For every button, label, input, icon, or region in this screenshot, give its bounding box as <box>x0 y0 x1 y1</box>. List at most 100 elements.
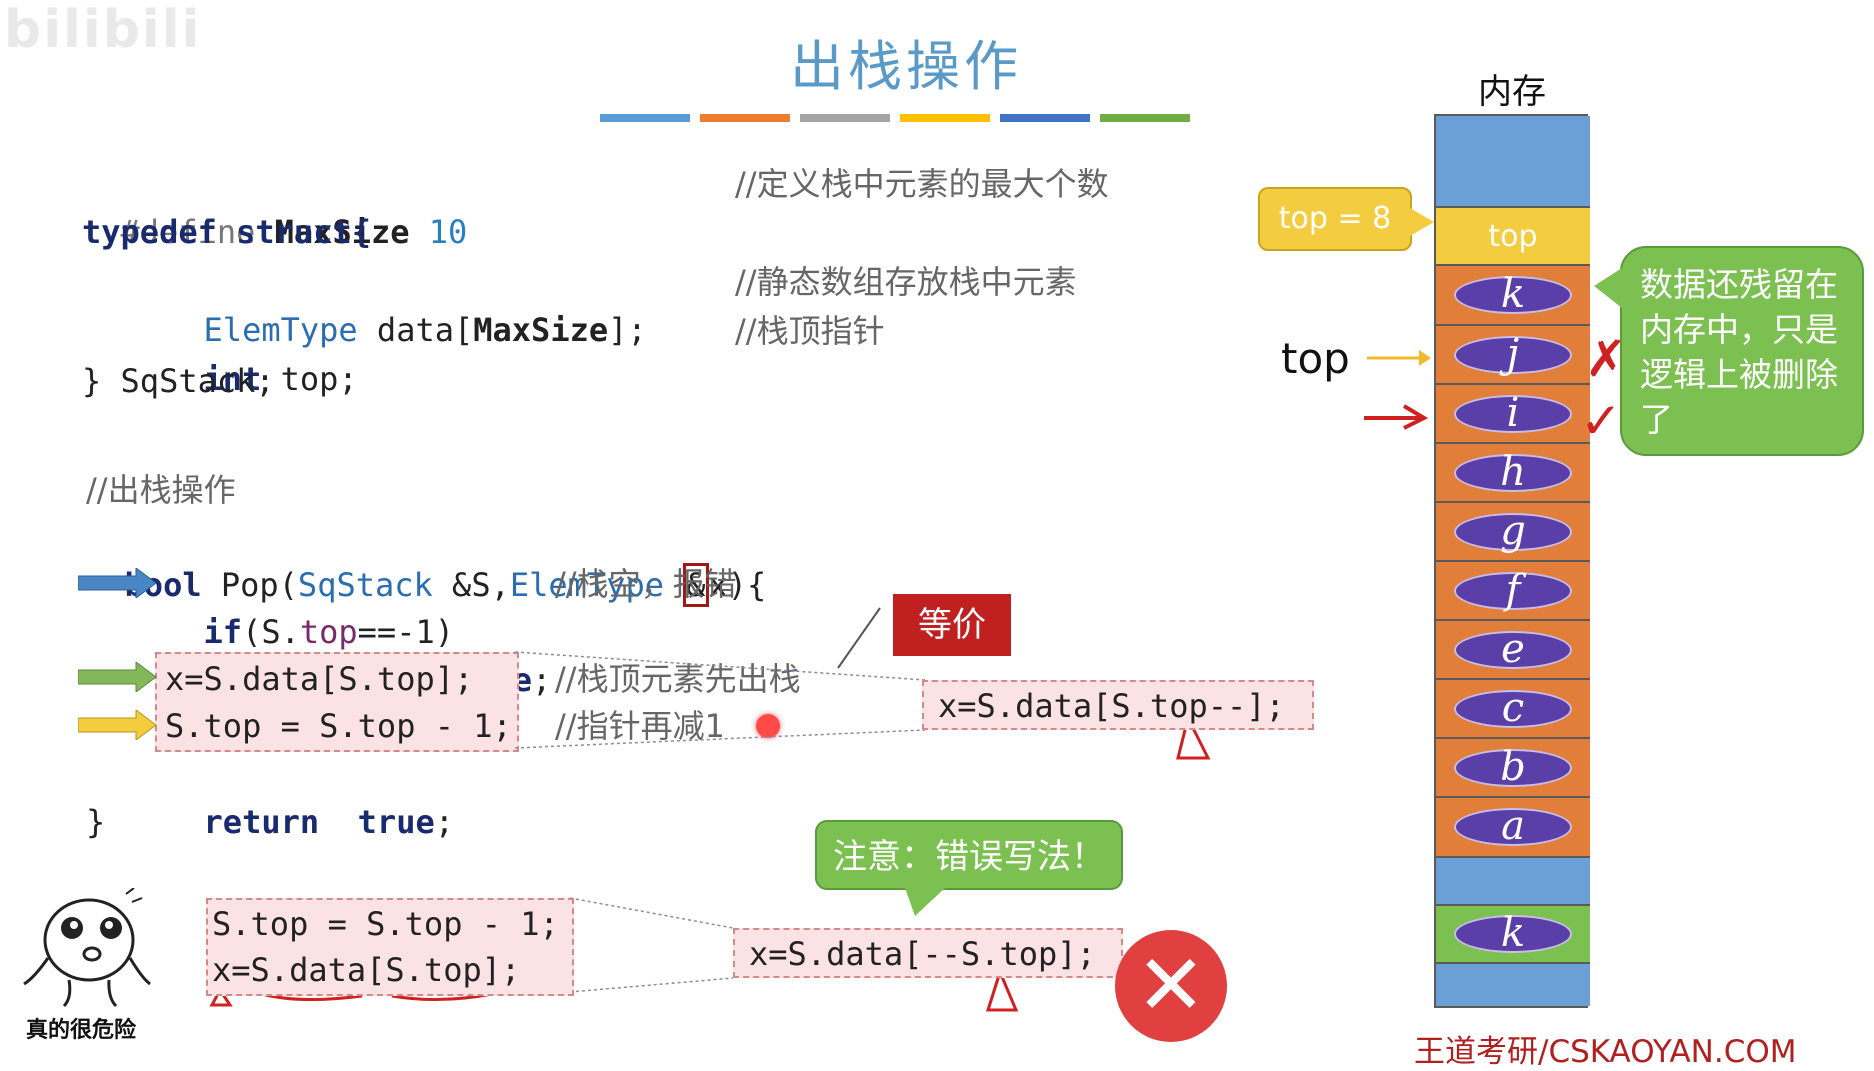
equiv-code: x=S.data[S.top--]; <box>922 680 1314 730</box>
top-value-callout: top = 8 <box>1258 187 1412 251</box>
code-text: ==-1) <box>357 613 454 651</box>
wrong-box-left <box>206 898 574 996</box>
code-text: top; <box>261 360 358 398</box>
code-line-8: if(S.top==-1) <box>165 560 454 656</box>
footer-brand: 王道考研/CSKAOYAN.COM <box>1414 1034 1797 1070</box>
code-text: data[ <box>357 311 474 349</box>
memory-note-tail <box>1594 268 1622 308</box>
wrong-note-callout: 注意：错误写法！ <box>815 820 1123 890</box>
title-bar-segment <box>1000 114 1090 122</box>
title-bar-segment <box>1100 114 1190 122</box>
memory-column: top k j i h g f e c b a k <box>1434 114 1590 1008</box>
stack-element: h <box>1454 452 1572 492</box>
cursor-dot <box>756 714 780 738</box>
comment-data: //静态数组存放栈中元素 <box>735 263 1077 301</box>
memory-cell-e: e <box>1436 621 1590 680</box>
stack-element: a <box>1454 806 1572 846</box>
type-name: ElemType <box>509 566 664 604</box>
check-mark-icon: ✓ <box>1580 392 1622 450</box>
page-title: 出栈操作 <box>790 35 1022 98</box>
code-line-12: return true; <box>165 750 454 846</box>
code-line-2: typedef struct{ <box>82 213 371 251</box>
red-pointer-arrow <box>1364 404 1429 430</box>
title-bar-segment <box>900 114 990 122</box>
macro-ref: MaxSize <box>473 311 609 349</box>
preprocessor: #define <box>120 213 256 251</box>
memory-cell-f: f <box>1436 562 1590 621</box>
stack-element: f <box>1454 570 1572 610</box>
watermark: bilibili <box>4 0 202 60</box>
comment-top: //栈顶指针 <box>735 312 885 350</box>
code-text: x <box>708 566 728 604</box>
code-text: & <box>686 566 706 604</box>
top-pointer-label: top <box>1281 334 1350 383</box>
stack-element: b <box>1454 747 1572 787</box>
code-line-3: ElemType data[MaxSize]; <box>165 258 647 354</box>
wrong-code-right: x=S.data[--S.top]; <box>733 928 1123 978</box>
highlight-box-pop <box>155 652 519 752</box>
memory-cell-j: j <box>1436 326 1590 385</box>
stack-element: c <box>1454 688 1572 728</box>
top-cell-label: top <box>1488 219 1538 254</box>
type-name: ElemType <box>203 311 358 349</box>
code-text: ; <box>434 803 454 841</box>
memory-cell-i: i <box>1436 385 1590 444</box>
title-bar-segment <box>800 114 890 122</box>
character-caption: 真的很危险 <box>26 1018 137 1043</box>
code-line-5: } SqStack; <box>82 362 275 400</box>
code-text: ){ <box>727 566 767 604</box>
memory-cell-c: c <box>1436 680 1590 739</box>
memory-cell-blank <box>1436 964 1590 1006</box>
memory-cell-top: top <box>1436 208 1590 266</box>
character-icon <box>23 888 151 1008</box>
wrong-code-left-2: x=S.data[S.top]; <box>212 951 521 989</box>
comment-empty: //栈空，报错 <box>555 565 737 603</box>
keyword: true <box>357 803 435 841</box>
step-arrow-blue <box>78 568 157 598</box>
keyword: if <box>203 613 243 651</box>
stack-element: e <box>1454 629 1572 669</box>
comment-decrement: //指针再减1 <box>555 707 725 745</box>
stack-element: g <box>1454 511 1572 551</box>
step-arrow-yellow <box>78 710 157 740</box>
memory-note-text: 数据还残留在内存中，只是逻辑上被删除了 <box>1640 265 1838 439</box>
memory-cell-a: a <box>1436 798 1590 858</box>
memory-cell-blank <box>1436 116 1590 208</box>
memory-cell-h: h <box>1436 444 1590 503</box>
title-bar-segment <box>700 114 790 122</box>
code-line-10: x=S.data[S.top]; <box>165 660 474 698</box>
comment-maxsize: //定义栈中元素的最大个数 <box>735 165 1109 203</box>
keyword: int <box>203 360 262 398</box>
top-callout-tail <box>1410 208 1434 236</box>
memory-cell-g: g <box>1436 503 1590 562</box>
macro-value: 10 <box>428 213 468 251</box>
code-text: ]; <box>608 311 647 349</box>
wrong-x-icon: ✕ <box>1115 930 1227 1042</box>
title-bar-segment <box>600 114 690 122</box>
stack-element: i <box>1454 393 1572 433</box>
code-text: &S, <box>432 566 510 604</box>
stack-element: j <box>1454 334 1572 374</box>
code-line-13: } <box>86 803 106 841</box>
title-color-bar <box>600 114 1190 122</box>
memory-label: 内存 <box>1478 72 1546 112</box>
step-arrow-green <box>78 662 157 692</box>
code-line-1: #define MaxSize 10 <box>82 160 468 256</box>
wrong-note-tail <box>905 888 945 916</box>
keyword: return <box>203 803 320 841</box>
macro-name: MaxSize <box>274 213 410 251</box>
top-pointer-arrow <box>1367 350 1431 366</box>
code-line-7: bool Pop(SqStack &S,ElemType &x){ <box>86 513 766 609</box>
highlight-ampersand: & <box>683 563 709 607</box>
code-line-4: int top; <box>165 307 358 403</box>
field-name: top <box>299 613 358 651</box>
memory-cell-blank <box>1436 858 1590 906</box>
comment-element-out: //栈顶元素先出栈 <box>555 660 801 698</box>
cross-mark-icon: ✗ <box>1585 330 1627 388</box>
memory-cell-b: b <box>1436 739 1590 798</box>
memory-cell-bottom-k: k <box>1436 906 1590 964</box>
code-text: (S. <box>242 613 300 651</box>
stack-element: k <box>1454 274 1572 314</box>
memory-cell-k: k <box>1436 266 1590 326</box>
